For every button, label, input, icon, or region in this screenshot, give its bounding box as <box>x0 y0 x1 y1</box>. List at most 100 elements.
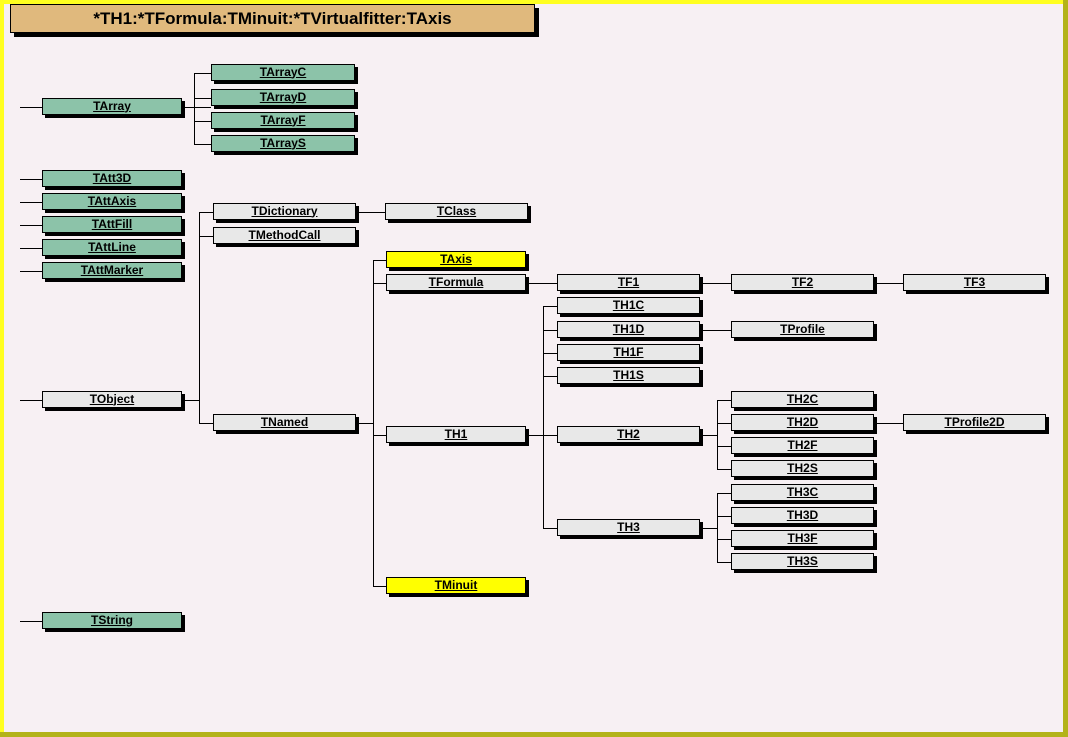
class-node-taxis[interactable]: TAxis <box>386 251 526 268</box>
connector-th2-h2f <box>717 446 732 447</box>
class-node-label: TF1 <box>617 274 640 289</box>
class-node-tarrayf[interactable]: TArrayF <box>211 112 355 129</box>
connector-stub-tattfill <box>20 225 42 226</box>
class-node-label: TAttMarker <box>80 262 144 277</box>
connector-stub-tobject <box>20 400 42 401</box>
connector-th3-h3s <box>717 562 732 563</box>
connector-named-out <box>359 423 373 424</box>
class-node-label: TAttAxis <box>87 193 137 208</box>
connector-th1-h1s <box>543 376 558 377</box>
frame-right-shadow <box>1063 0 1068 737</box>
class-node-label: TH1F <box>613 344 644 359</box>
class-node-label: TH1 <box>444 426 468 441</box>
connector-th3-h3c <box>717 493 732 494</box>
class-node-th2s[interactable]: TH2S <box>731 460 874 477</box>
class-node-th2d[interactable]: TH2D <box>731 414 874 431</box>
class-node-label: TH1D <box>612 321 645 336</box>
connector-tobject-dict <box>199 212 214 213</box>
class-node-tarrayc[interactable]: TArrayC <box>211 64 355 81</box>
class-node-label: TMethodCall <box>248 227 321 242</box>
class-node-tminuit[interactable]: TMinuit <box>386 577 526 594</box>
class-node-tatt3d[interactable]: TAtt3D <box>42 170 182 187</box>
class-node-th3f[interactable]: TH3F <box>731 530 874 547</box>
connector-stub-tattline <box>20 248 42 249</box>
class-node-label: TDictionary <box>251 203 318 218</box>
class-node-label: TF2 <box>791 274 814 289</box>
connector-named-minuit <box>373 586 387 587</box>
connector-tarray-c <box>194 73 212 74</box>
connector-stub-tarray <box>20 107 42 108</box>
connector-tobject-named <box>199 423 214 424</box>
connector-tarray-s <box>194 144 212 145</box>
class-node-th3c[interactable]: TH3C <box>731 484 874 501</box>
connector-th1-h1f <box>543 353 558 354</box>
class-node-tattmarker[interactable]: TAttMarker <box>42 262 182 279</box>
connector-th3-h3f <box>717 539 732 540</box>
class-node-label: TArrayD <box>259 89 307 104</box>
class-node-th1f[interactable]: TH1F <box>557 344 700 361</box>
class-node-label: TH2S <box>787 460 818 475</box>
class-node-tstring[interactable]: TString <box>42 612 182 629</box>
class-node-tmethodcall[interactable]: TMethodCall <box>213 227 356 244</box>
connector-th3-h3d <box>717 516 732 517</box>
class-node-label: TNamed <box>260 414 309 429</box>
diagram-title-plate[interactable]: *TH1:*TFormula:TMinuit:*TVirtualfitter:T… <box>10 4 535 33</box>
class-node-tattline[interactable]: TAttLine <box>42 239 182 256</box>
connector-th1-h3 <box>543 528 558 529</box>
class-node-tf3[interactable]: TF3 <box>903 274 1046 291</box>
class-node-tclass[interactable]: TClass <box>385 203 528 220</box>
class-node-label: TArrayC <box>259 64 307 79</box>
class-node-label: TH1S <box>613 367 644 382</box>
class-node-label: TH3D <box>786 507 819 522</box>
connector-stub-tattmarker <box>20 271 42 272</box>
class-node-label: TAttLine <box>88 239 136 254</box>
class-node-th1c[interactable]: TH1C <box>557 297 700 314</box>
class-node-tarrayd[interactable]: TArrayD <box>211 89 355 106</box>
connector-tobject-out <box>185 400 199 401</box>
class-node-tattaxis[interactable]: TAttAxis <box>42 193 182 210</box>
connector-named-th1 <box>373 435 387 436</box>
class-node-th3s[interactable]: TH3S <box>731 553 874 570</box>
class-node-tnamed[interactable]: TNamed <box>213 414 356 431</box>
connector-tnamed-bus <box>373 260 374 587</box>
connector-th1-out <box>529 435 543 436</box>
class-node-label: TH2D <box>786 414 819 429</box>
connector-tarray-out <box>185 107 211 108</box>
class-node-tf1[interactable]: TF1 <box>557 274 700 291</box>
connector-h1d-profile <box>703 330 731 331</box>
class-node-tprofile2d[interactable]: TProfile2D <box>903 414 1046 431</box>
class-node-tdictionary[interactable]: TDictionary <box>213 203 356 220</box>
class-node-tformula[interactable]: TFormula <box>386 274 526 291</box>
class-node-tarrays[interactable]: TArrayS <box>211 135 355 152</box>
class-node-label: TObject <box>89 391 135 406</box>
class-node-tarray[interactable]: TArray <box>42 98 182 115</box>
class-node-label: TProfile <box>780 321 825 336</box>
class-node-th1[interactable]: TH1 <box>386 426 526 443</box>
class-node-label: TAxis <box>440 251 472 266</box>
class-node-tprofile[interactable]: TProfile <box>731 321 874 338</box>
class-node-tf2[interactable]: TF2 <box>731 274 874 291</box>
class-node-th2f[interactable]: TH2F <box>731 437 874 454</box>
class-node-th2[interactable]: TH2 <box>557 426 700 443</box>
connector-th2-h2c <box>717 400 732 401</box>
connector-named-axis <box>373 260 387 261</box>
diagram-title-text: *TH1:*TFormula:TMinuit:*TVirtualfitter:T… <box>93 8 452 28</box>
connector-th2-h2s <box>717 469 732 470</box>
class-node-label: TH1C <box>612 297 645 312</box>
class-node-th1s[interactable]: TH1S <box>557 367 700 384</box>
class-node-th1d[interactable]: TH1D <box>557 321 700 338</box>
class-node-th3d[interactable]: TH3D <box>731 507 874 524</box>
connector-stub-tatt3d <box>20 179 42 180</box>
connector-dict-class <box>359 212 386 213</box>
class-node-tattfill[interactable]: TAttFill <box>42 216 182 233</box>
connector-th2-h2d <box>717 423 732 424</box>
connector-th1-bus <box>543 306 544 529</box>
class-node-th3[interactable]: TH3 <box>557 519 700 536</box>
class-node-label: TH3 <box>617 519 640 534</box>
connector-th2-bus <box>717 400 718 470</box>
class-node-label: TH2C <box>786 391 819 406</box>
class-node-tobject[interactable]: TObject <box>42 391 182 408</box>
class-node-th2c[interactable]: TH2C <box>731 391 874 408</box>
connector-th2-out <box>703 435 717 436</box>
